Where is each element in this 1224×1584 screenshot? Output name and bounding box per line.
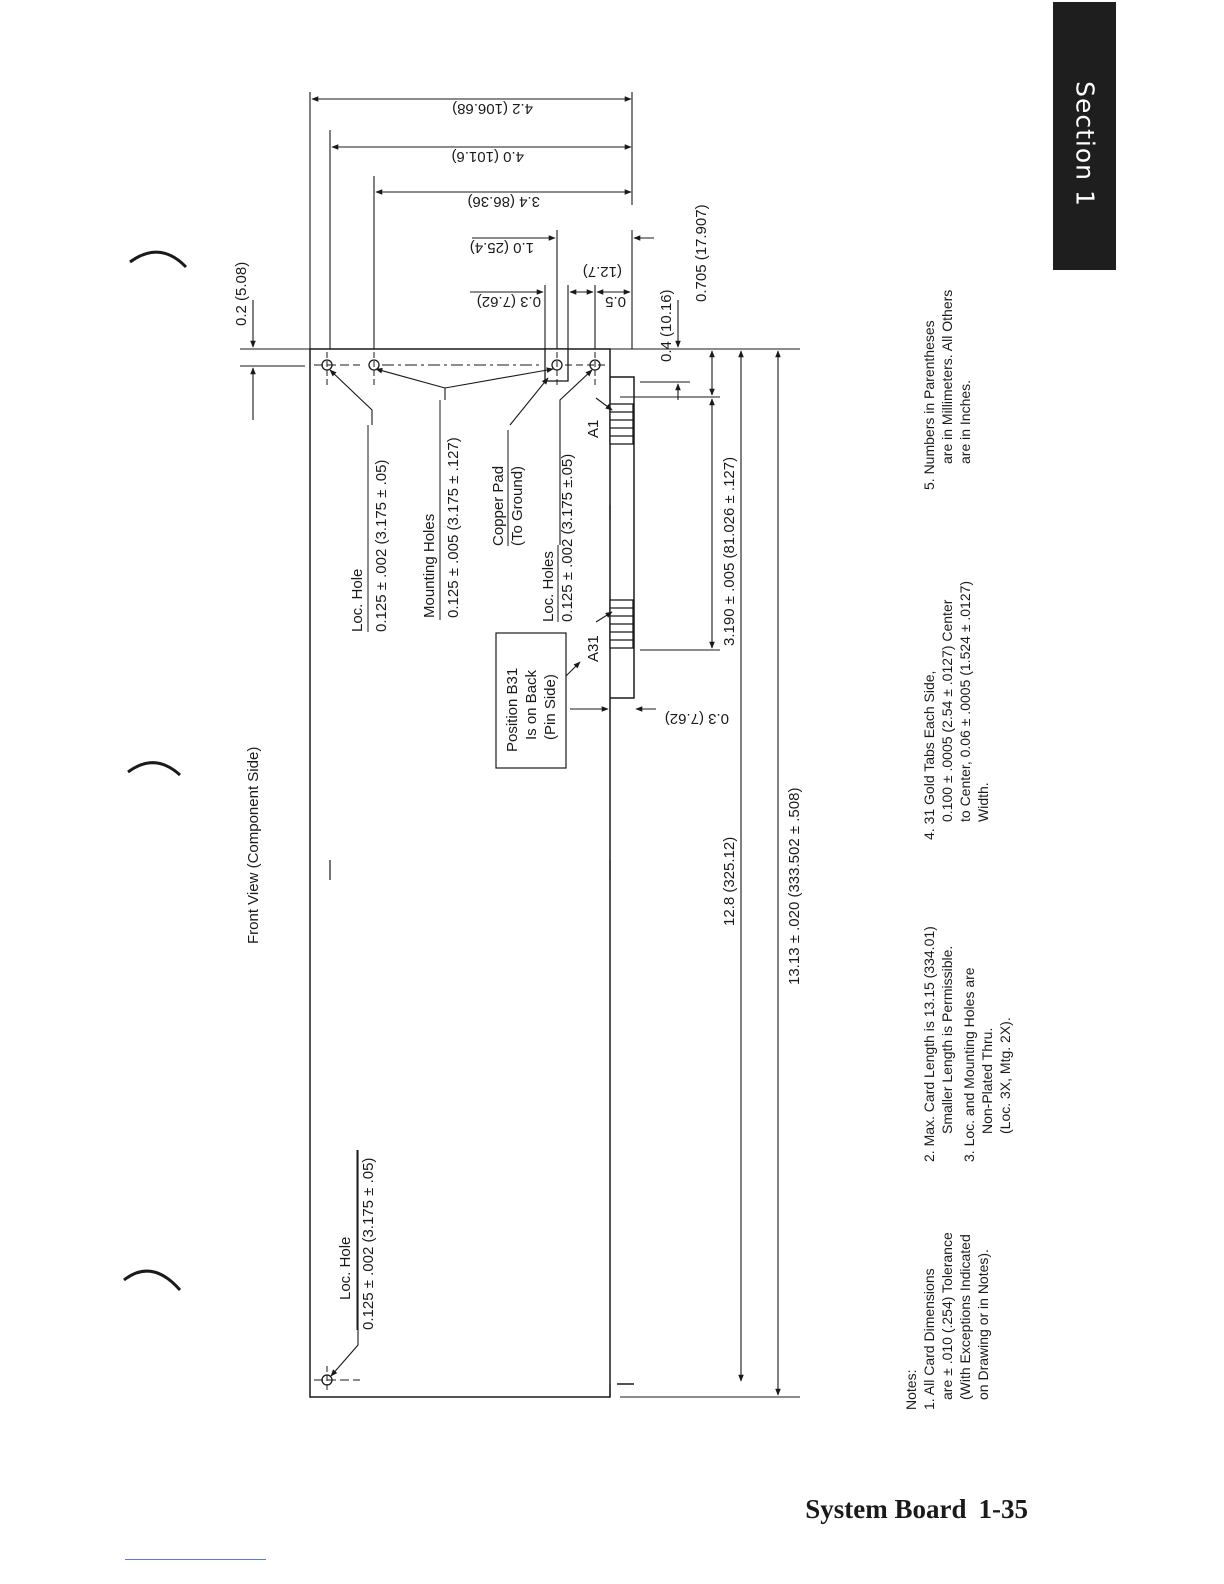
- dim-12-8-label: 12.8 (325.12): [721, 837, 738, 926]
- holes: [314, 348, 606, 1392]
- note-3-line: Non-Plated Thru.: [979, 1028, 995, 1134]
- note-4-line: 4. 31 Gold Tabs Each Side,: [921, 671, 937, 840]
- notes: Notes: 1. All Card Dimensions are ± .010…: [903, 290, 1013, 1410]
- mounting-holes-spec: 0.125 ± .005 (3.175 ± .127): [445, 437, 462, 618]
- binder-hole-mark: [123, 1269, 182, 1291]
- binder-hole-mark: [129, 250, 188, 269]
- copper-pad-line2: (To Ground): [509, 466, 526, 546]
- dim-0-5-label: 0.5: [605, 293, 626, 310]
- note-5-line: are in Millimeters. All Others: [939, 290, 955, 464]
- note-1-line: on Drawing or in Notes).: [975, 1249, 991, 1400]
- copper-pad-line1: Copper Pad: [490, 466, 507, 546]
- note-5-line: 5. Numbers in Parentheses: [921, 320, 937, 490]
- dim-0-3-bottom-label: 0.3 (7.62): [665, 710, 729, 727]
- copper-pad-leader: [509, 377, 549, 426]
- note-3-line: 3. Loc. and Mounting Holes are: [961, 967, 977, 1162]
- mounting-holes-leader: [444, 367, 554, 389]
- note-2-line: 2. Max. Card Length is 13.15 (334.01): [921, 926, 937, 1162]
- dim-0-3-top-label: 0.3 (7.62): [477, 293, 541, 310]
- position-b31-line1: Position B31: [504, 668, 521, 752]
- a31-leader: [595, 611, 613, 623]
- dim-3-4-label: 3.4 (86.36): [467, 193, 540, 210]
- position-b31-line2: Is on Back: [523, 669, 540, 740]
- binder-hole-marks: [123, 250, 188, 1291]
- note-4-line: 0.100 ± .0005 (2.54 ± .0127) Center: [939, 599, 955, 822]
- note-1-line: (With Exceptions Indicated: [957, 1234, 973, 1400]
- dim-4-0-label: 4.0 (101.6): [451, 148, 524, 165]
- dimension-labels: Front View (Component Side) 0.2 (5.08) L…: [233, 100, 803, 1330]
- binder-hole-mark: [127, 761, 182, 777]
- page-footer: System Board 1-35: [805, 1494, 1028, 1525]
- note-3-line: (Loc. 3X, Mtg. 2X).: [997, 1017, 1013, 1134]
- position-b31-line3: (Pin Side): [542, 674, 559, 740]
- loc-hole-right-title: Loc. Hole: [349, 569, 366, 632]
- position-box-leader: [565, 661, 581, 677]
- note-1-line: are ± .010 (.254) Tolerance: [939, 1232, 955, 1400]
- loc-holes-leader: [559, 369, 593, 545]
- note-1-line: 1. All Card Dimensions: [921, 1268, 937, 1410]
- mounting-holes-leader: [375, 367, 446, 389]
- notes-heading: Notes:: [903, 1370, 919, 1410]
- position-b31-box: [495, 632, 567, 769]
- page-number: 1-35: [978, 1494, 1029, 1524]
- card-outline: [309, 348, 635, 1398]
- note-2-line: Smaller Length is Permissible.: [939, 946, 955, 1134]
- footer-title: System Board: [805, 1494, 967, 1524]
- section-tab: Section 1: [1053, 2, 1116, 270]
- loc-hole-left-spec: 0.125 ± .002 (3.175 ± .05): [360, 1158, 377, 1330]
- gold-tabs: [609, 403, 634, 649]
- dim-4-2-label: 4.2 (106.68): [452, 100, 533, 117]
- card-centerline: [329, 505, 611, 1397]
- loc-holes-spec: 0.125 ± .002 (3.175 ±.05): [559, 454, 576, 622]
- note-4-line: to Center, 0.06 ± .0005 (1.524 ± .0127): [957, 581, 973, 822]
- note-5-line: are in Inches.: [957, 380, 973, 464]
- pin-a31-label: A31: [585, 635, 602, 662]
- dim-13-13-label: 13.13 ± .020 (333.502 ± .508): [786, 788, 803, 985]
- dim-3-190-label: 3.190 ± .005 (81.026 ± .127): [721, 457, 738, 646]
- dim-0-4-label: 0.4 (10.16): [658, 289, 675, 362]
- gold-tab-group: [609, 403, 634, 445]
- note-4-line: Width.: [975, 782, 991, 822]
- extension-lines: [240, 92, 800, 1398]
- view-title: Front View (Component Side): [245, 747, 262, 944]
- footer-rule: [125, 1559, 266, 1560]
- loc-hole-left-title: Loc. Hole: [337, 1237, 354, 1300]
- loc-hole-left-leader: [330, 1150, 359, 1377]
- dim-0-2-label: 0.2 (5.08): [233, 262, 250, 326]
- mounting-holes-title: Mounting Holes: [421, 514, 438, 618]
- dim-1-0-label: 1.0 (25.4): [470, 239, 534, 256]
- a1-leader: [595, 397, 613, 411]
- leader-lines: [329, 367, 613, 1377]
- pin-a1-label: A1: [585, 420, 602, 438]
- loc-hole-right-spec: 0.125 ± .002 (3.175 ± .05): [373, 460, 390, 632]
- card-edge-notch: [610, 376, 635, 699]
- dim-12-7-label: (12.7): [583, 263, 622, 280]
- dim-0-705-label: 0.705 (17.907): [693, 204, 710, 302]
- loc-holes-title: Loc. Holes: [540, 551, 557, 622]
- loc-hole-top-leader: [329, 369, 373, 425]
- dimension-lines: [250, 96, 781, 1396]
